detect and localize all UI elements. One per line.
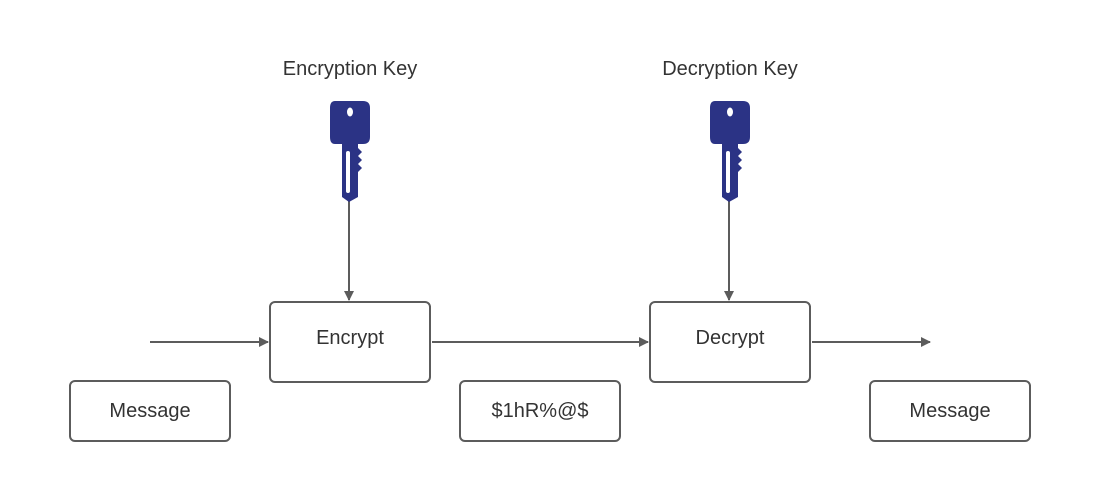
encrypt-label: Encrypt (316, 326, 384, 349)
encryption-key-label: Encryption Key (282, 58, 418, 80)
encrypt-process-box: Encrypt (269, 301, 431, 383)
key-icon (710, 101, 750, 202)
output-message-label: Message (909, 399, 991, 422)
decryption-key-label: Decryption Key (662, 58, 798, 80)
input-message-box: Message (69, 380, 231, 442)
decrypt-label: Decrypt (695, 326, 765, 349)
decrypt-process-box: Decrypt (649, 301, 811, 383)
key-icon (330, 101, 370, 202)
ciphertext-box: $1hR%@$ (459, 380, 621, 442)
ciphertext-label: $1hR%@$ (491, 399, 589, 422)
input-message-label: Message (109, 399, 191, 422)
output-message-box: Message (869, 380, 1031, 442)
